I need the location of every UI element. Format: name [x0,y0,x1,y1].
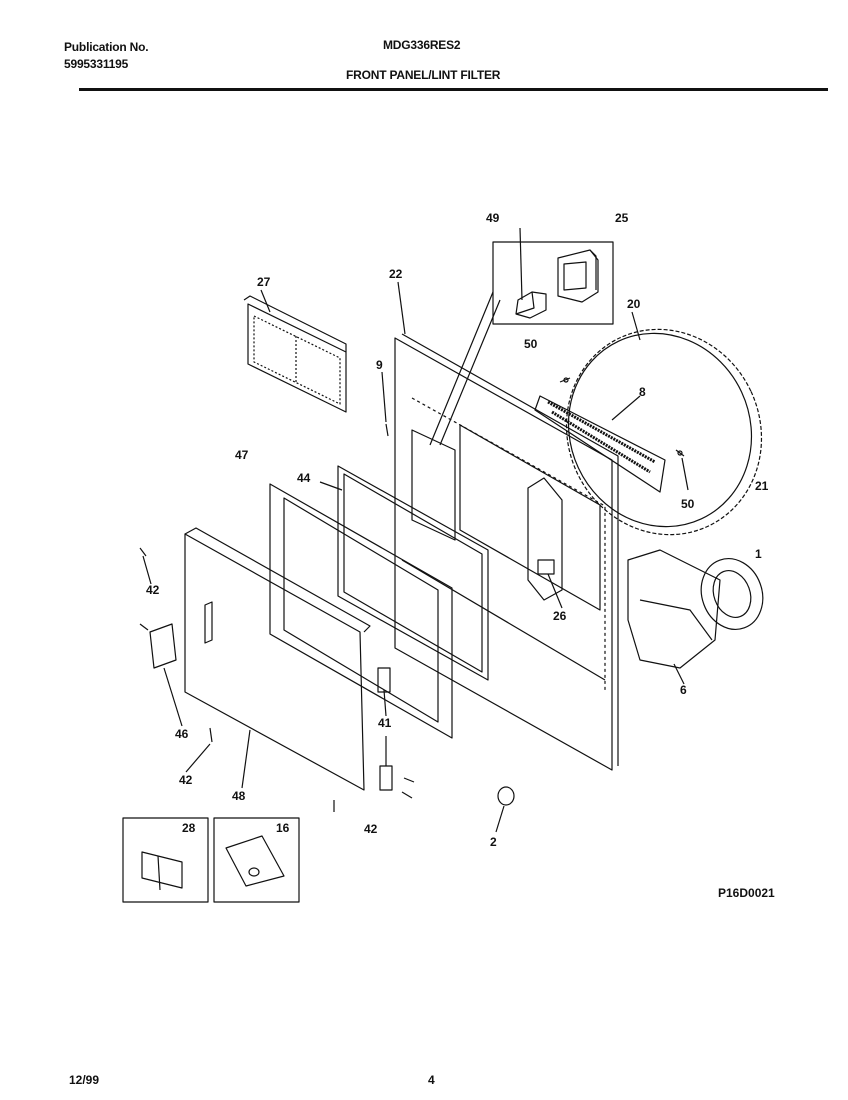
callout-44: 44 [297,471,311,485]
callout-8: 8 [639,385,646,399]
callout-1: 1 [755,547,762,561]
hinge-41-upper [377,667,391,693]
callout-21: 21 [755,479,769,493]
foot-2 [497,786,515,806]
callout-47: 47 [235,448,249,462]
callout-22: 22 [389,267,403,281]
callout-26: 26 [553,609,567,623]
screw-42-a [139,547,147,557]
screw-50-b [675,449,685,457]
inset-28 [122,817,209,903]
screw-42-b [209,727,213,743]
callout-46: 46 [175,727,189,741]
callout-20: 20 [627,297,641,311]
duct-26 [527,477,563,601]
callout-9: 9 [376,358,383,372]
callout-49: 49 [486,211,500,225]
publication-label: Publication No. [64,40,149,54]
callout-50: 50 [681,497,695,511]
duct-seal-1 [700,558,764,630]
callout-16: 16 [276,821,290,835]
footer-date: 12/99 [69,1073,100,1087]
callout-41: 41 [378,716,392,730]
screw-50-a [559,377,571,383]
lint-filter-27 [243,295,347,413]
model-number: MDG336RES2 [383,38,461,52]
page-number: 4 [428,1073,435,1087]
hinge-41-lower [379,765,393,791]
door-48 [184,527,371,791]
inset-16 [213,817,300,903]
callout-42: 42 [179,773,193,787]
diagram-code: P16D0021 [718,886,775,900]
callout-2: 2 [490,835,497,849]
screw-hinge-b [401,791,413,799]
gasket-44 [337,465,489,681]
callout-48: 48 [232,789,246,803]
drum-seal-20 [565,328,763,536]
door-inner-panel [269,483,453,739]
callout-42: 42 [364,822,378,836]
screw-9 [385,423,389,437]
callout-6: 6 [680,683,687,697]
callout-50: 50 [524,337,538,351]
strike-46 [139,623,177,669]
front-panel-22 [394,333,619,771]
screw-hinge-a [403,777,415,783]
callout-42: 42 [146,583,160,597]
publication-number: 5995331195 [64,57,129,71]
header-rule [79,88,828,91]
callout-27: 27 [257,275,271,289]
callout-25: 25 [615,211,629,225]
callout-layer: 49 25 27 22 20 50 9 8 47 21 50 44 1 42 26 6 46 41 42 48 42 28… [146,211,769,849]
callout-28: 28 [182,821,196,835]
lint-screen-8 [534,395,666,493]
section-title: FRONT PANEL/LINT FILTER [346,68,501,82]
blower-housing-6 [627,549,721,669]
